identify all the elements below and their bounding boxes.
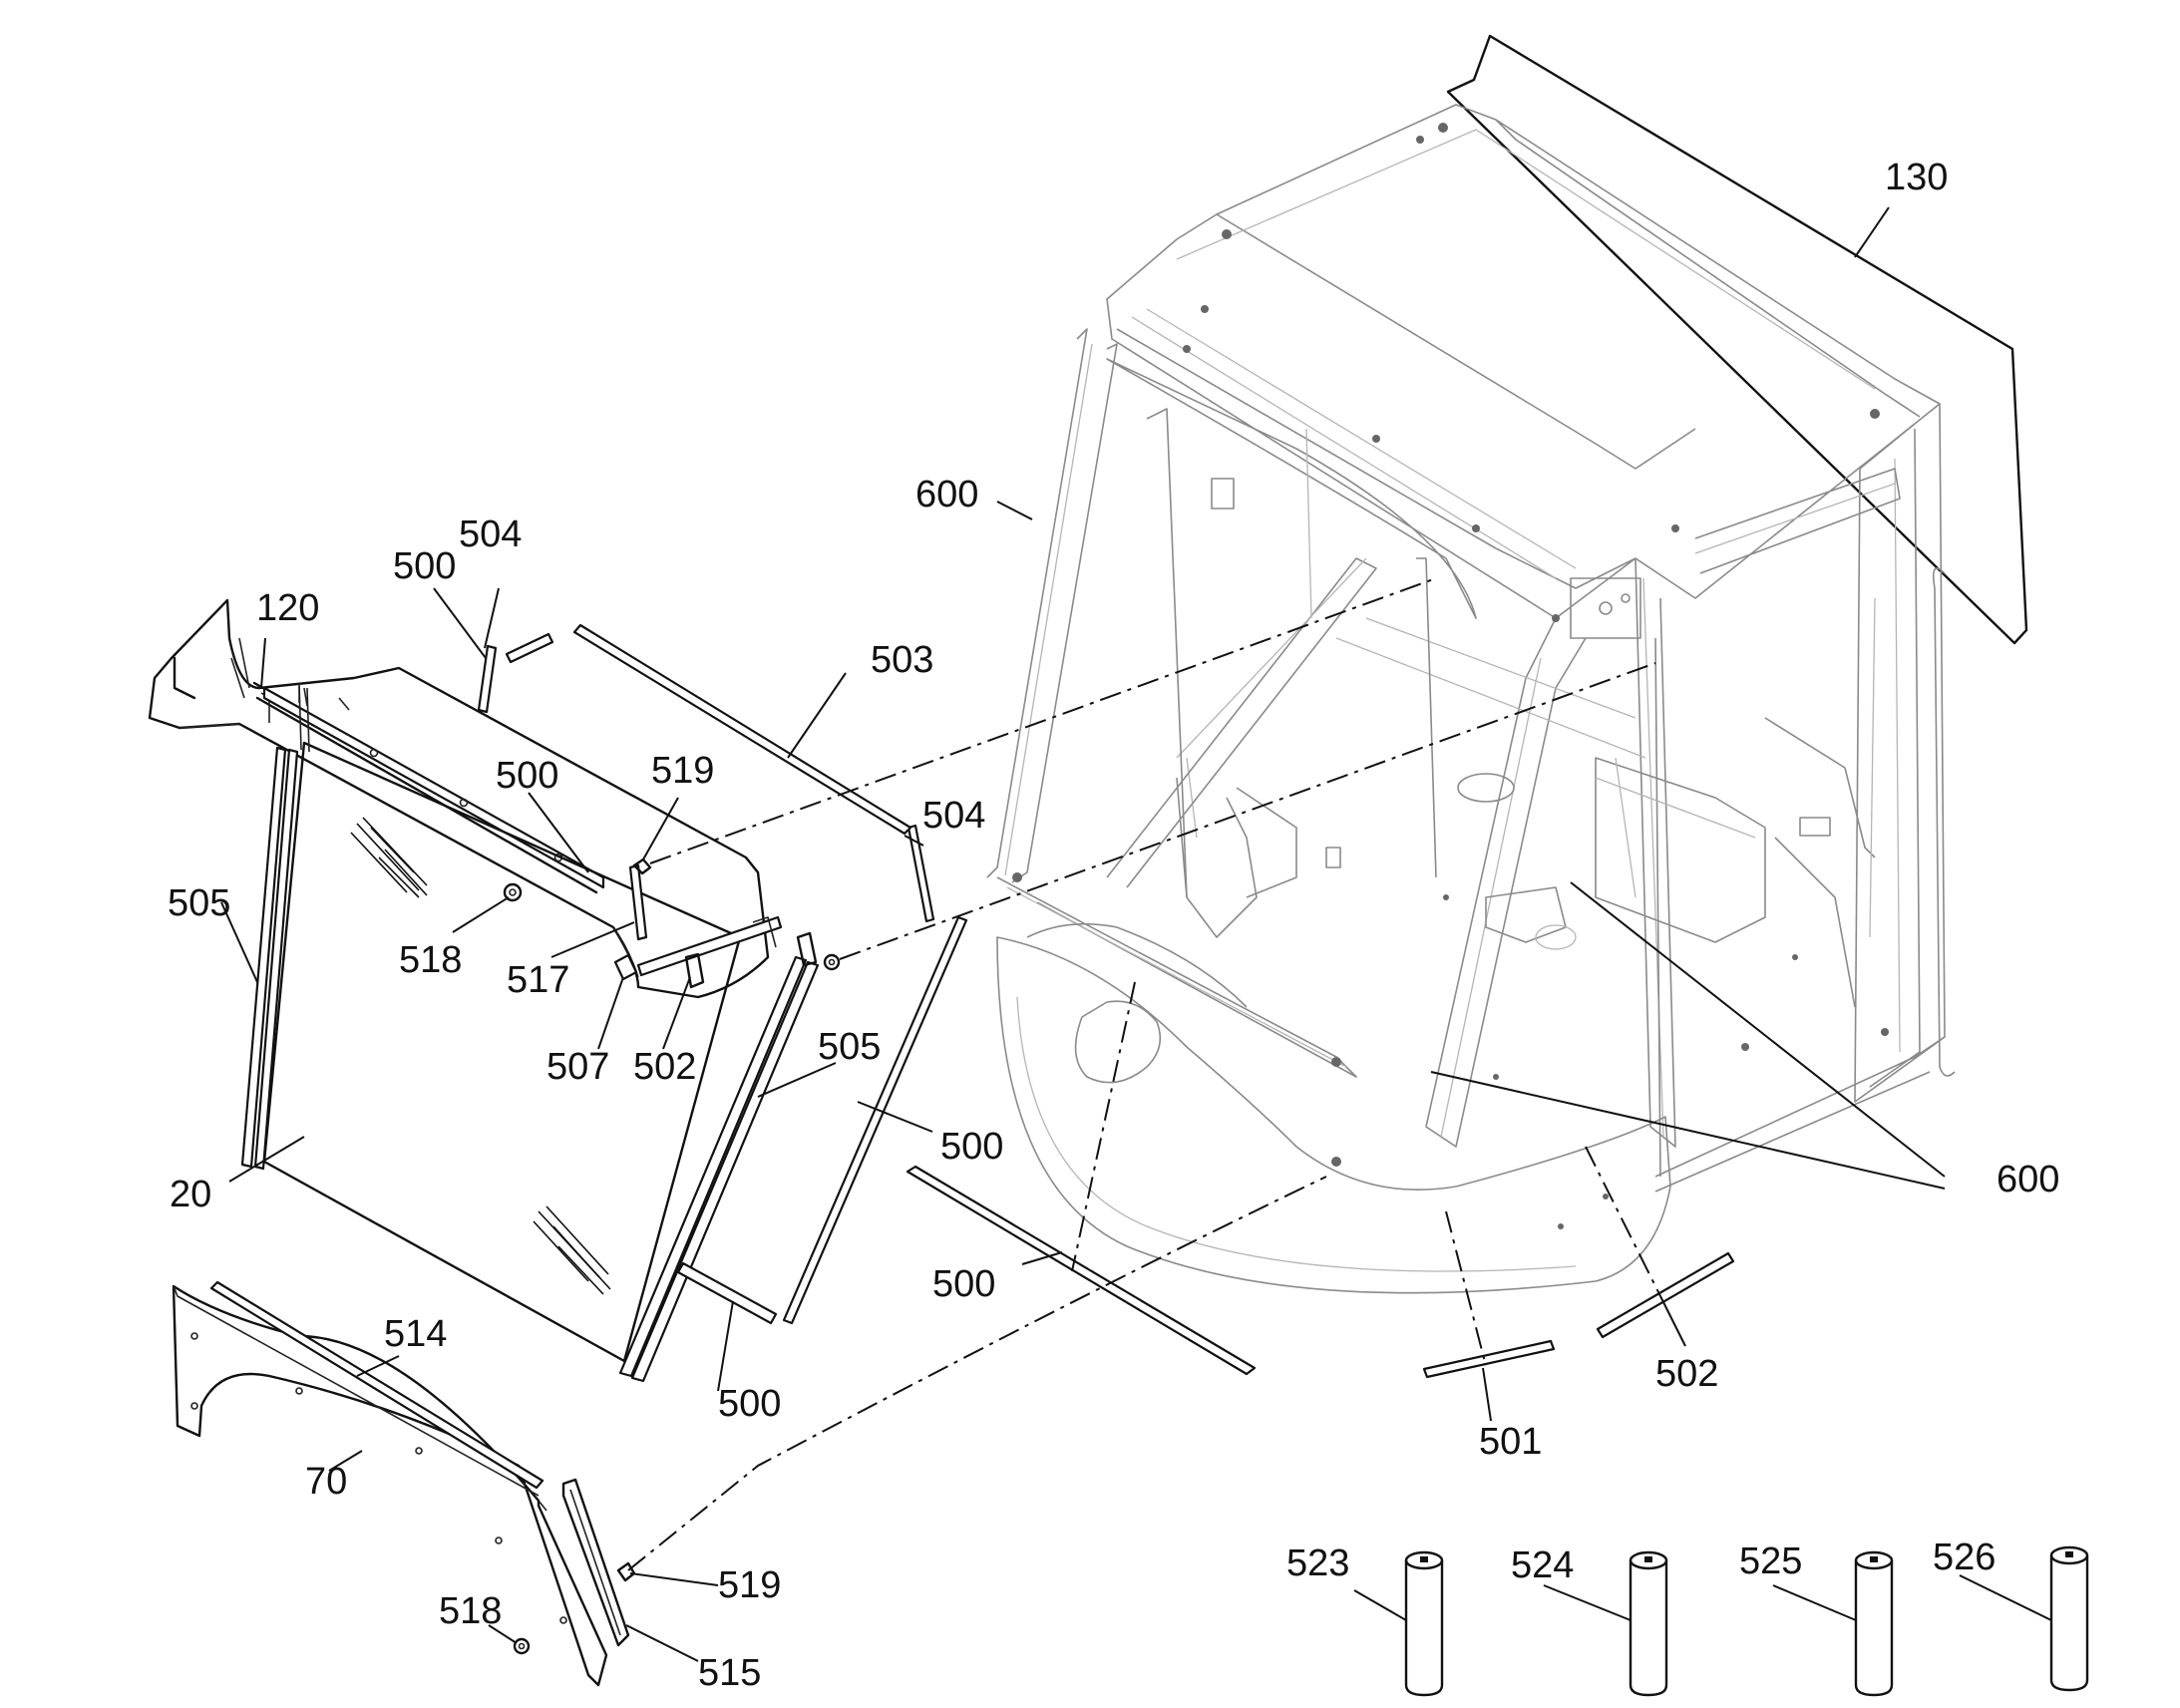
part-514-lower-seal bbox=[209, 1280, 545, 1490]
label-518-upper: 518 bbox=[399, 939, 462, 981]
label-600-top: 600 bbox=[915, 474, 978, 515]
label-517: 517 bbox=[507, 959, 569, 1001]
part-500-bottom-short bbox=[676, 1261, 778, 1325]
label-514: 514 bbox=[384, 1313, 447, 1355]
label-504-top: 504 bbox=[459, 513, 522, 555]
label-130: 130 bbox=[1885, 157, 1948, 198]
label-502-bracket: 502 bbox=[633, 1046, 696, 1088]
part-524-cylinder bbox=[1629, 1550, 1668, 1697]
leader-lines bbox=[220, 206, 2052, 1662]
part-500-long-bottom bbox=[906, 1165, 1257, 1376]
label-500-right: 500 bbox=[940, 1126, 1003, 1168]
label-505-left: 505 bbox=[168, 882, 230, 924]
part-501-lower-strip bbox=[1422, 1339, 1556, 1379]
label-500-long: 500 bbox=[932, 1263, 995, 1305]
label-502-lower: 502 bbox=[1655, 1353, 1718, 1395]
label-500-bottom: 500 bbox=[718, 1383, 781, 1425]
assembly-lines bbox=[627, 577, 1661, 1571]
label-504-right: 504 bbox=[922, 795, 985, 837]
part-519-upper-nut bbox=[632, 857, 652, 875]
label-503: 503 bbox=[871, 639, 933, 681]
part-120-upper-bracket bbox=[148, 598, 770, 999]
label-505-right: 505 bbox=[818, 1026, 881, 1068]
part-600-cab-frame bbox=[986, 104, 1956, 1294]
part-515-side-strip bbox=[561, 1478, 630, 1647]
part-523-cylinder bbox=[1404, 1550, 1444, 1697]
label-525: 525 bbox=[1739, 1540, 1802, 1582]
label-515: 515 bbox=[698, 1652, 761, 1694]
part-504-right-piece bbox=[907, 824, 935, 923]
part-507-clip bbox=[613, 953, 638, 981]
callout-labels: 130 600 504 500 120 503 500 519 504 505 … bbox=[168, 157, 2059, 1694]
label-70: 70 bbox=[305, 1461, 347, 1503]
part-517-rod bbox=[628, 863, 648, 941]
label-519-upper: 519 bbox=[651, 750, 714, 792]
label-600-right: 600 bbox=[1997, 1159, 2059, 1200]
part-504-upper-piece bbox=[505, 632, 554, 664]
label-501: 501 bbox=[1479, 1421, 1542, 1463]
part-518-side-bolt bbox=[823, 953, 841, 971]
label-526: 526 bbox=[1933, 1537, 1996, 1578]
label-518-lower: 518 bbox=[439, 1590, 502, 1632]
part-525-cylinder bbox=[1854, 1550, 1894, 1697]
part-130-rear-panel bbox=[1446, 34, 2028, 645]
part-500-right-strip bbox=[782, 915, 968, 1325]
label-120: 120 bbox=[256, 587, 319, 629]
label-524: 524 bbox=[1511, 1544, 1574, 1586]
part-500-upper-strip bbox=[477, 644, 498, 714]
part-505-left-seal bbox=[240, 682, 310, 1171]
part-518-upper-bolt bbox=[503, 882, 523, 902]
part-503-long-strip bbox=[572, 623, 912, 836]
label-507: 507 bbox=[546, 1046, 609, 1088]
label-519-lower: 519 bbox=[718, 1564, 781, 1606]
part-518-lower-bolt bbox=[513, 1637, 531, 1655]
label-500-bracket: 500 bbox=[496, 755, 558, 797]
label-500-top: 500 bbox=[393, 545, 456, 587]
part-502-lower-strip bbox=[1596, 1251, 1735, 1339]
part-526-cylinder bbox=[2049, 1545, 2089, 1692]
part-519-lower-nut bbox=[616, 1561, 636, 1582]
label-523: 523 bbox=[1286, 1542, 1349, 1584]
label-20: 20 bbox=[170, 1174, 211, 1215]
